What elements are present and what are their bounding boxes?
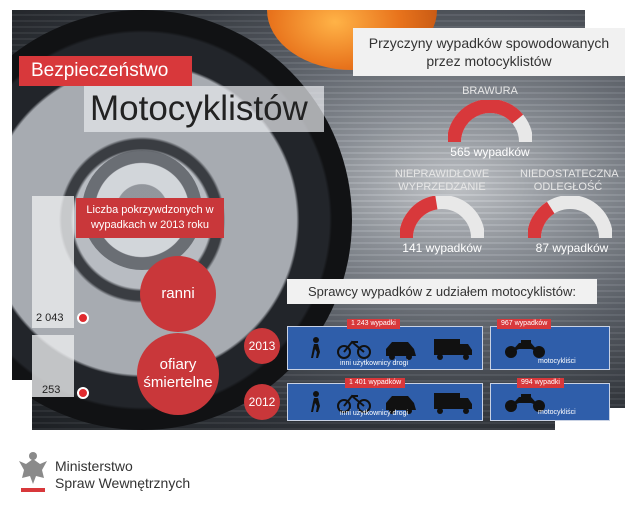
road-users-icons (311, 337, 472, 360)
bicycle-icon (337, 340, 371, 359)
motorcycle-icon (505, 394, 545, 412)
ministry-name: Ministerstwo Spraw Wewnętrznych (55, 458, 190, 492)
gauge-count-brawura: 565 wypadków (450, 145, 530, 159)
gauge-count-wyprzedzanie: 141 wypadków (402, 241, 482, 255)
bicycle-icon (337, 394, 371, 413)
others-label-2013: inni użytkownicy drogi (340, 360, 409, 367)
pedestrian-icon (311, 391, 320, 412)
causes-title: Przyczyny wypadków spowodowanych przez m… (353, 28, 625, 76)
moto-panel-2012 (490, 383, 610, 421)
ofiary-bar (32, 335, 74, 397)
injured-title: Liczba pokrzywdzonych w wypadkach w 2013… (76, 198, 224, 238)
moto-label-2013: motocykliści (538, 358, 576, 365)
others-count-2013: 1 243 wypadki (347, 319, 400, 329)
year-2013-badge: 2013 (244, 328, 280, 364)
pedestrian-icon (311, 337, 320, 358)
truck-icon (434, 339, 472, 360)
motorcycle-icon (505, 340, 545, 358)
causes-title-line-2: przez motocyklistów (426, 53, 552, 69)
gauge-count-odleglosc: 87 wypadków (535, 241, 609, 255)
moto-count-2012: 994 wypadki (517, 378, 564, 388)
others-count-2012: 1 401 wypadków (345, 378, 406, 388)
ranni-value: 2 043 (36, 312, 64, 324)
gauge-label-odleglosc: NIEDOSTATECZNA ODLEGŁOŚĆ (520, 168, 619, 193)
gauge-brawura (448, 100, 532, 143)
perpetrators-title: Sprawcy wypadków z udziałem motocyklistó… (287, 279, 597, 304)
ranni-circle: ranni (140, 256, 216, 332)
ministry-name-line-1: Ministerstwo (55, 458, 133, 474)
frame-corner (12, 380, 32, 430)
ofiary-circle: ofiary śmiertelne (137, 333, 219, 415)
moto-label-2012: motocykliści (538, 409, 576, 416)
title-line-1: Bezpieczeństwo (19, 56, 192, 86)
car-icon (386, 342, 416, 360)
ofiary-marker (77, 387, 89, 399)
truck-icon (434, 393, 472, 414)
ofiary-label: ofiary śmiertelne (143, 356, 213, 391)
gauge-odleglosc (528, 196, 612, 239)
gauge-label-wyprzedzanie: NIEPRAWIDŁOWE WYPRZEDZANIE (394, 168, 490, 193)
ranni-label: ranni (161, 285, 195, 302)
page-title: Motocyklistów (84, 86, 324, 132)
ranni-marker (77, 312, 89, 324)
ofiary-value: 253 (42, 384, 61, 396)
causes-title-line-1: Przyczyny wypadków spowodowanych (368, 35, 610, 51)
gauge-label-brawura: BRAWURA (462, 85, 518, 97)
road-users-icons (311, 391, 472, 414)
ranni-bar (32, 196, 74, 328)
car-icon (386, 396, 416, 414)
moto-count-2013: 967 wypadków (497, 319, 552, 329)
gauge-wyprzedzanie (400, 196, 484, 239)
ministry-name-line-2: Spraw Wewnętrznych (55, 475, 191, 491)
moto-panel-2013 (490, 326, 610, 370)
year-2012-badge: 2012 (244, 384, 280, 420)
eagle-emblem-icon (19, 452, 47, 492)
others-label-2012: inni użytkownicy drogi (340, 410, 409, 417)
others-panel-2013 (287, 326, 483, 370)
